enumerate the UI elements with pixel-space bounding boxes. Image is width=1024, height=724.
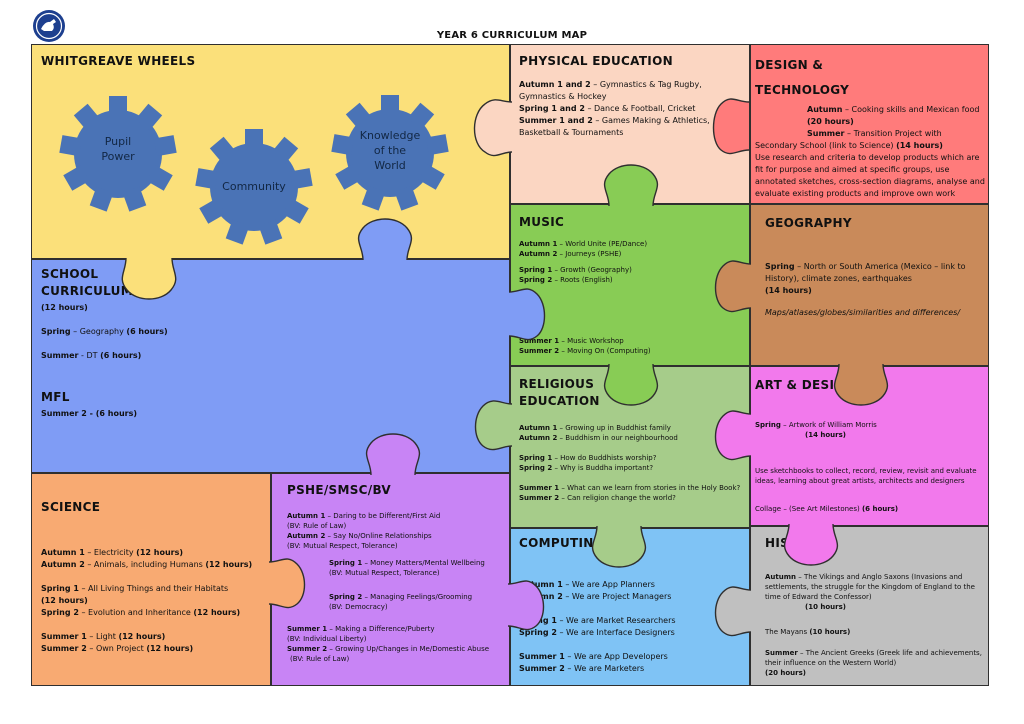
- re-heading-1: RELIGIOUS: [519, 377, 595, 391]
- re-autumn-1: Autumn 1 – Growing up in Buddhist family: [519, 424, 671, 432]
- re-summer-2: Summer 2 – Can religion change the world…: [519, 494, 676, 502]
- art-spring: Spring – Artwork of William Morris(14 ho…: [755, 421, 877, 439]
- school-heading-1: SCHOOL: [41, 267, 99, 281]
- pe-summer: Summer 1 and 2 – Games Making & Athletic…: [519, 116, 710, 137]
- history-autumn: Autumn – The Vikings and Anglo Saxons (I…: [765, 573, 975, 611]
- geography-heading: GEOGRAPHY: [765, 216, 852, 230]
- music-autumn-1: Autumn 1 – World Unite (PE/Dance): [519, 240, 648, 248]
- school-heading-2: CURRICULUM: [41, 284, 133, 298]
- pshe-spring-1: Spring 1 – Money Matters/Mental Wellbein…: [329, 559, 485, 567]
- science-autumn-2: Autumn 2 – Animals, including Humans (12…: [41, 560, 253, 569]
- dt-heading-1: DESIGN &: [755, 58, 824, 72]
- computing-heading: COMPUTING: [519, 536, 604, 550]
- mfl-heading: MFL: [41, 390, 70, 404]
- science-heading: SCIENCE: [41, 500, 101, 514]
- music-autumn-2: Autumn 2 – Journeys (PSHE): [519, 250, 622, 258]
- pshe-autumn-1: Autumn 1 – Daring to be Different/First …: [287, 512, 441, 520]
- history-heading: HISTORY: [765, 536, 826, 550]
- science-piece: SCIENCE Autumn 1 – Electricity (12 hours…: [31, 473, 271, 686]
- pe-piece: PHYSICAL EDUCATION Autumn 1 and 2 – Gymn…: [510, 44, 750, 204]
- pshe-heading: PSHE/SMSC/BV: [287, 483, 392, 497]
- school-curriculum-piece: SCHOOL CURRICULUM (12 hours) Spring – Ge…: [31, 259, 510, 473]
- computing-autumn-2: Autumn 2 – We are Project Managers: [519, 592, 672, 601]
- pshe-spring-2: Spring 2 – Managing Feelings/Grooming: [329, 593, 473, 601]
- school-summer: Summer - DT (6 hours): [41, 351, 142, 360]
- art-piece: ART & DESIGN Spring – Artwork of William…: [750, 366, 989, 526]
- history-summer: Summer – The Ancient Greeks (Greek life …: [765, 649, 982, 677]
- geography-note: Maps/atlases/globes/similarities and dif…: [765, 308, 961, 317]
- pshe-piece: PSHE/SMSC/BV Autumn 1 – Daring to be Dif…: [271, 473, 510, 686]
- dt-summer: Summer – Transition Project with Seconda…: [755, 129, 985, 198]
- pe-heading: PHYSICAL EDUCATION: [519, 54, 673, 68]
- science-spring-1: Spring 1 – All Living Things and their H…: [41, 584, 229, 593]
- computing-spring-1: Spring 1 – We are Market Researchers: [519, 616, 676, 625]
- history-piece: HISTORY Autumn – The Vikings and Anglo S…: [750, 526, 989, 686]
- computing-autumn-1: Autumn 1 – We are App Planners: [519, 580, 655, 589]
- music-spring-1: Spring 1 – Growth (Geography): [519, 266, 632, 274]
- computing-summer-2: Summer 2 – We are Marketers: [519, 664, 645, 673]
- pe-spring: Spring 1 and 2 – Dance & Football, Crick…: [519, 104, 696, 113]
- re-piece: RELIGIOUS EDUCATION Autumn 1 – Growing u…: [510, 366, 750, 528]
- computing-summer-1: Summer 1 – We are App Developers: [519, 652, 668, 661]
- school-crest-logo: [33, 10, 65, 42]
- re-spring-2: Spring 2 – Why is Buddha important?: [519, 464, 654, 472]
- dt-heading-2: TECHNOLOGY: [755, 83, 850, 97]
- page-title: YEAR 6 CURRICULUM MAP: [436, 30, 588, 41]
- gear-community: Community: [222, 180, 286, 193]
- pshe-autumn-2: Autumn 2 – Say No/Online Relationships: [287, 532, 432, 540]
- dt-description: Use research and criteria to develop pro…: [755, 153, 985, 198]
- school-hours: (12 hours): [41, 303, 88, 312]
- art-heading: ART & DESIGN: [755, 378, 855, 392]
- mfl-summer: Summer 2 - (6 hours): [41, 409, 137, 418]
- re-autumn-2: Autumn 2 – Buddhism in our neighbourhood: [519, 434, 678, 442]
- music-summer-1: Summer 1 – Music Workshop: [519, 337, 624, 345]
- music-heading: MUSIC: [519, 215, 565, 229]
- curriculum-map: WHITGREAVE WHEELS PHYSICAL EDUCATION Aut…: [31, 44, 989, 686]
- music-summer-2: Summer 2 – Moving On (Computing): [519, 347, 651, 355]
- dt-piece: DESIGN & TECHNOLOGY Autumn – Cooking ski…: [750, 44, 989, 204]
- history-mayans: The Mayans (10 hours): [765, 628, 851, 636]
- re-summer-1: Summer 1 – What can we learn from storie…: [519, 484, 741, 492]
- geography-spring: Spring – North or South America (Mexico …: [765, 262, 966, 295]
- dt-autumn: Autumn – Cooking skills and Mexican food…: [807, 105, 980, 126]
- geography-piece: GEOGRAPHY Spring – North or South Americ…: [750, 204, 989, 366]
- art-collage: Collage – (See Art Milestones) (6 hours): [755, 505, 899, 513]
- re-spring-1: Spring 1 – How do Buddhists worship?: [519, 454, 657, 462]
- computing-spring-2: Spring 2 – We are Interface Designers: [519, 628, 675, 637]
- pshe-summer-2: Summer 2 – Growing Up/Changes in Me/Dome…: [287, 645, 490, 653]
- wheels-heading: WHITGREAVE WHEELS: [41, 54, 196, 68]
- music-piece: MUSIC Autumn 1 – World Unite (PE/Dance) …: [510, 204, 750, 366]
- science-summer-2: Summer 2 – Own Project (12 hours): [41, 644, 194, 653]
- science-spring-1-hours: (12 hours): [41, 596, 88, 605]
- art-description: Use sketchbooks to collect, record, revi…: [755, 467, 977, 485]
- pshe-summer-1: Summer 1 – Making a Difference/Puberty: [287, 625, 435, 633]
- science-summer-1: Summer 1 – Light (12 hours): [41, 632, 166, 641]
- music-spring-2: Spring 2 – Roots (English): [519, 276, 613, 284]
- science-spring-2: Spring 2 – Evolution and Inheritance (12…: [41, 608, 241, 617]
- computing-piece: COMPUTING Autumn 1 – We are App Planners…: [510, 528, 750, 686]
- science-autumn-1: Autumn 1 – Electricity (12 hours): [41, 548, 183, 557]
- school-spring: Spring – Geography (6 hours): [41, 327, 168, 336]
- pe-autumn: Autumn 1 and 2 – Gymnastics & Tag Rugby,…: [519, 80, 702, 101]
- re-heading-2: EDUCATION: [519, 394, 600, 408]
